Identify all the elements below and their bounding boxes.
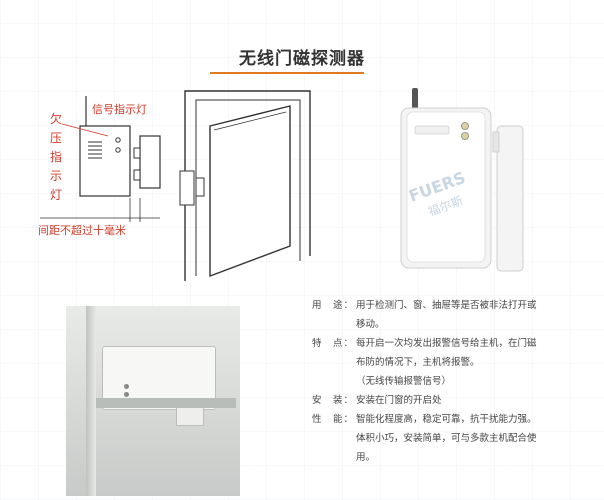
signal-led-label: 信号指示灯 [92,103,147,116]
installed-photo [66,306,240,496]
spec-line: 每开启一次均发出报警信号给主机，在门磁 [356,338,537,349]
spec-performance: 性 能： 智能化程度高，稳定可靠，抗干扰能力强。 体积小巧，安装简单，可与多款主… [312,410,594,467]
spec-line: 移动。 [356,319,385,330]
door-illustration [179,90,311,281]
title-block: 无线门磁探测器 [0,44,604,69]
spec-line: 用于检测门、窗、抽屉等是否被非法打开或 [356,300,537,311]
installation-schematic [40,96,161,222]
spec-line: 用。 [356,452,376,463]
spec-installation: 安 装： 安装在门窗的开启处 [312,391,594,410]
low-voltage-label: 欠压指示灯 [50,112,63,202]
spec-line: 布防的情况下，主机将报警。 [356,357,480,368]
spec-line: 体积小巧，安装简单，可与多款主机配合使 [356,433,537,444]
spec-usage: 用 途： 用于检测门、窗、抽屉等是否被非法打开或 移动。 [312,296,594,334]
spec-key: 安 装： [312,395,355,406]
spec-key: 用 途： [312,300,355,311]
title-underline [210,72,364,74]
gap-label: 间距不超过十毫米 [38,224,126,237]
spec-line: 智能化程度高，稳定可靠，抗干扰能力强。 [356,414,537,425]
spec-line: （无线传输报警信号） [356,376,452,387]
spec-line: 安装在门窗的开启处 [356,395,442,406]
product-image: FUERS 福尔斯 [400,88,524,272]
spec-key: 特 点： [312,338,355,349]
spec-features: 特 点： 每开启一次均发出报警信号给主机，在门磁 布防的情况下，主机将报警。 （… [312,334,594,391]
page-title: 无线门磁探测器 [239,49,365,69]
spec-key: 性 能： [312,414,355,425]
spec-list: 用 途： 用于检测门、窗、抽屉等是否被非法打开或 移动。 特 点： 每开启一次均… [312,296,594,467]
